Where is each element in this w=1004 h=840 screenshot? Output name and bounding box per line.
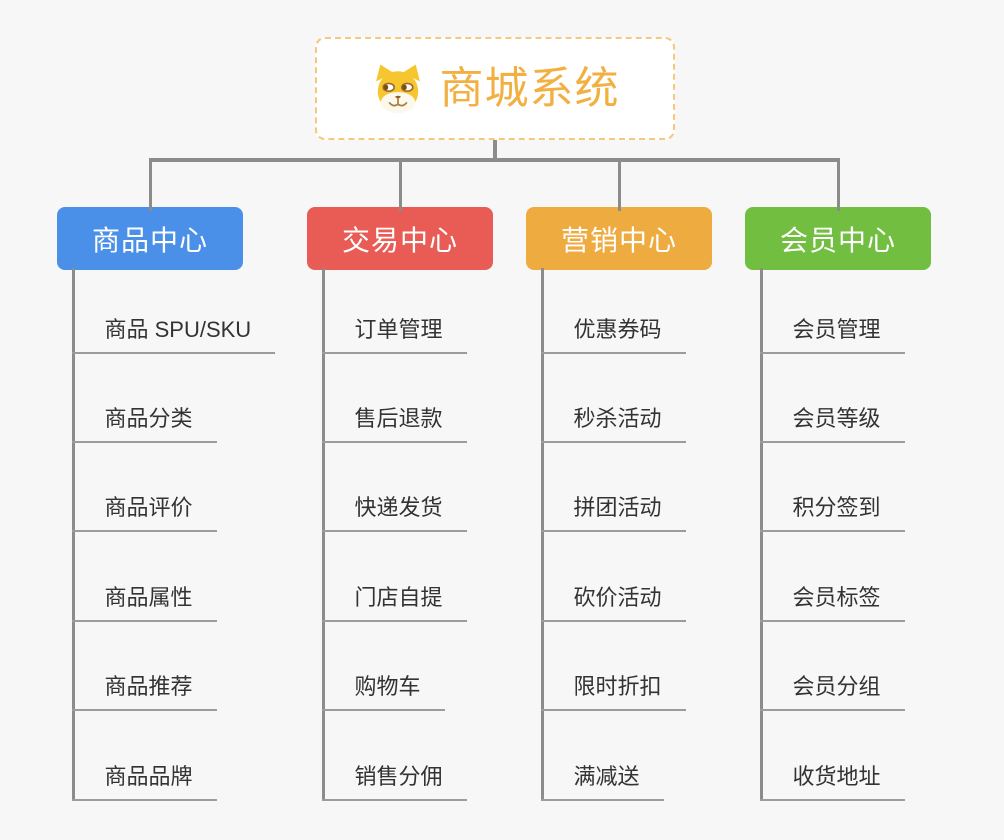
leaf-node[interactable]: 会员等级 [759, 403, 905, 443]
connector-branch-line-2 [540, 268, 544, 801]
leaf-node[interactable]: 优惠券码 [540, 314, 686, 354]
leaf-node[interactable]: 商品品牌 [71, 761, 217, 801]
branch-node-label: 商品中心 [91, 224, 208, 256]
leaf-node[interactable]: 商品 SPU/SKU [71, 314, 276, 354]
connector-drop-3 [836, 158, 840, 211]
leaf-node[interactable]: 限时折扣 [540, 671, 686, 711]
root-node-label: 商城系统 [439, 63, 620, 113]
connector-drop-1 [398, 158, 402, 211]
leaf-node[interactable]: 商品评价 [71, 492, 217, 532]
leaf-node[interactable]: 积分签到 [759, 492, 905, 532]
branch-node-label: 会员中心 [779, 224, 896, 256]
branch-node-member-center[interactable]: 会员中心 [745, 207, 931, 270]
connector-drop-2 [617, 158, 621, 211]
branch-node-marketing-center[interactable]: 营销中心 [526, 207, 712, 270]
leaf-node[interactable]: 售后退款 [321, 403, 467, 443]
leaf-node[interactable]: 会员分组 [759, 671, 905, 711]
connector-branch-line-1 [321, 268, 325, 801]
leaf-node[interactable]: 门店自提 [321, 582, 467, 622]
leaf-node[interactable]: 会员标签 [759, 582, 905, 622]
leaf-node[interactable]: 商品推荐 [71, 671, 217, 711]
branch-node-trade-center[interactable]: 交易中心 [307, 207, 493, 270]
leaf-node[interactable]: 满减送 [540, 761, 664, 801]
connector-drop-0 [148, 158, 152, 211]
connector-branch-line-3 [759, 268, 763, 801]
root-node-mall-system[interactable]: 商城系统 [315, 37, 675, 140]
branch-node-product-center[interactable]: 商品中心 [57, 207, 243, 270]
leaf-node[interactable]: 拼团活动 [540, 492, 686, 532]
branch-node-label: 营销中心 [560, 224, 677, 256]
connector-rail [148, 158, 840, 162]
leaf-node[interactable]: 秒杀活动 [540, 403, 686, 443]
leaf-node[interactable]: 快递发货 [321, 492, 467, 532]
connector-root-stem [493, 140, 497, 162]
leaf-node[interactable]: 商品分类 [71, 403, 217, 443]
leaf-node[interactable]: 商品属性 [71, 582, 217, 622]
leaf-node[interactable]: 购物车 [321, 671, 445, 711]
leaf-node[interactable]: 砍价活动 [540, 582, 686, 622]
leaf-node[interactable]: 销售分佣 [321, 761, 467, 801]
leaf-node[interactable]: 会员管理 [759, 314, 905, 354]
connector-branch-line-0 [71, 268, 75, 801]
leaf-node[interactable]: 收货地址 [759, 761, 905, 801]
leaf-node[interactable]: 订单管理 [321, 314, 467, 354]
branch-node-label: 交易中心 [341, 224, 458, 256]
dog-face-icon [375, 64, 420, 113]
